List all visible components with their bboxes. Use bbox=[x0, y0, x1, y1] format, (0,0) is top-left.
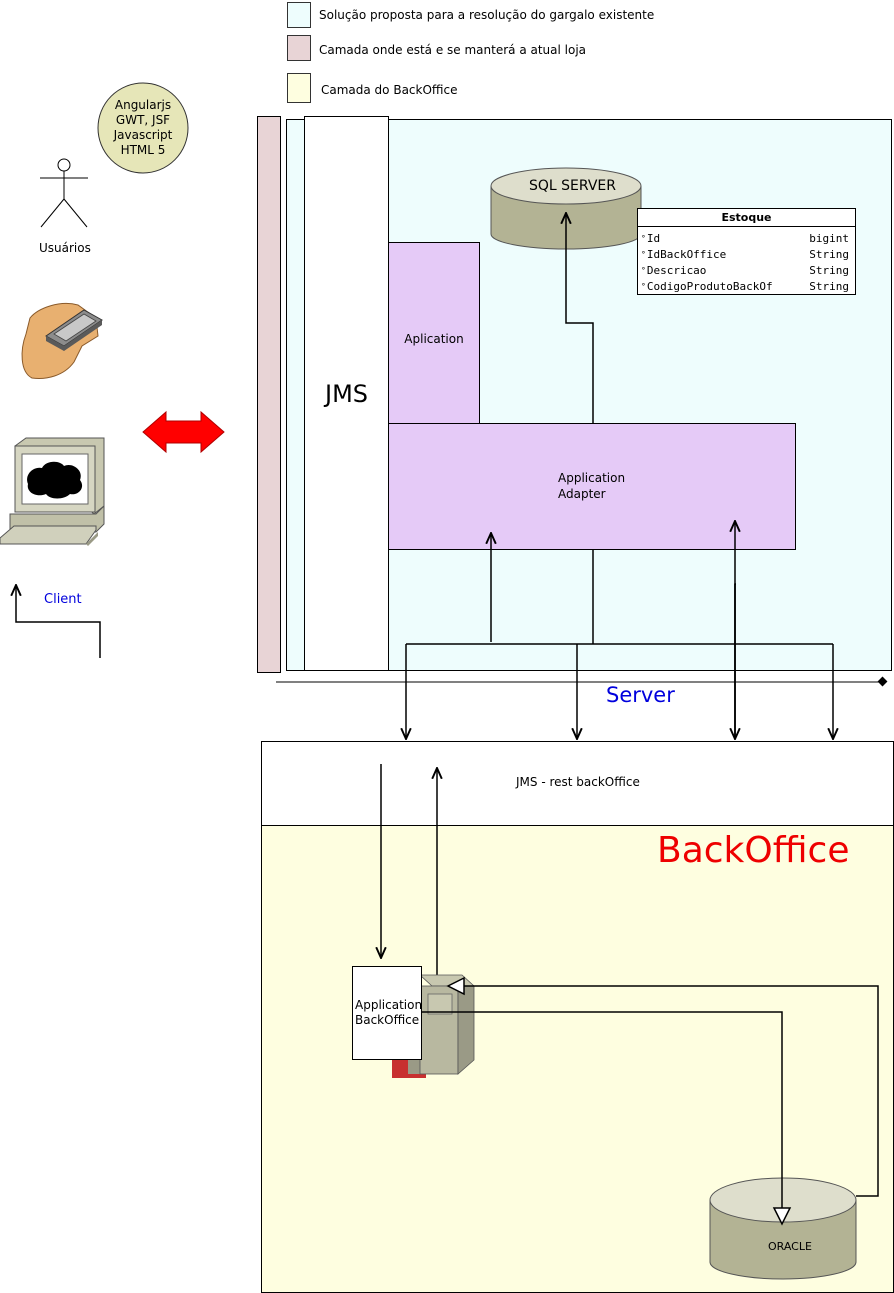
field-type: String bbox=[809, 248, 849, 261]
computer-icon bbox=[0, 437, 105, 546]
backoffice-connectors bbox=[381, 764, 437, 975]
application-adapter-label: Application Adapter bbox=[558, 471, 626, 501]
user-actor-icon bbox=[40, 158, 88, 228]
application-adapter-box: Application Adapter bbox=[388, 423, 796, 550]
tech-gwt-jsf: GWT, JSF bbox=[115, 113, 171, 127]
sql-server-label: SQL SERVER bbox=[529, 178, 617, 194]
adapter-to-sql-arrow bbox=[566, 213, 594, 423]
legend-label-backoffice: Camada do BackOffice bbox=[321, 83, 458, 97]
legend-swatch-backoffice bbox=[287, 73, 311, 103]
adapter-connectors bbox=[406, 521, 833, 739]
legend-label-store: Camada onde está e se manterá a atual lo… bbox=[319, 43, 587, 57]
field-name: CodigoProdutoBackOf bbox=[641, 279, 773, 295]
jms-label: JMS bbox=[324, 379, 369, 408]
aplication-label: Aplication bbox=[404, 332, 464, 346]
legend-swatch-store bbox=[287, 35, 311, 61]
field-type: String bbox=[809, 280, 849, 293]
tech-javascript: Javascript bbox=[113, 128, 173, 142]
backoffice-title: BackOffice bbox=[657, 830, 850, 871]
field-name: Descricao bbox=[641, 263, 707, 279]
application-backoffice-box: Application BackOffice bbox=[352, 966, 422, 1060]
oracle-connectors bbox=[392, 976, 879, 1226]
entity-field: Id bigint bbox=[638, 231, 855, 247]
jms-rest-backoffice-label: JMS - rest backOffice bbox=[516, 775, 640, 789]
field-type: bigint bbox=[809, 232, 849, 245]
application-backoffice-label: Application BackOffice bbox=[355, 998, 423, 1027]
oracle-label: ORACLE bbox=[768, 1240, 812, 1253]
users-label: Usuários bbox=[39, 241, 91, 255]
field-name: IdBackOffice bbox=[641, 247, 726, 263]
tech-bubble-text: Angularjs GWT, JSF Javascript HTML 5 bbox=[98, 88, 188, 168]
server-label: Server bbox=[606, 683, 675, 707]
oracle-database bbox=[709, 1177, 857, 1280]
legend-label-solution: Solução proposta para a resolução do gar… bbox=[319, 8, 655, 22]
jms-rest-backoffice-box bbox=[261, 741, 894, 827]
client-label: Client bbox=[44, 592, 82, 607]
field-type: String bbox=[809, 264, 849, 277]
field-name: Id bbox=[641, 231, 660, 247]
mobile-device-icon bbox=[21, 303, 103, 379]
entity-field: IdBackOffice String bbox=[638, 247, 855, 263]
tech-angularjs: Angularjs bbox=[114, 98, 172, 112]
client-connector bbox=[16, 585, 101, 658]
estoque-entity-title: Estoque bbox=[638, 209, 855, 227]
store-layer bbox=[257, 116, 281, 673]
aplication-box: Aplication bbox=[388, 242, 480, 425]
bidirectional-arrow-icon bbox=[142, 410, 225, 454]
entity-field: Descricao String bbox=[638, 263, 855, 279]
tech-bubble bbox=[97, 82, 189, 174]
entity-field: CodigoProdutoBackOf String bbox=[638, 279, 855, 295]
tech-html5: HTML 5 bbox=[120, 143, 166, 157]
legend-swatch-solution bbox=[287, 2, 311, 28]
